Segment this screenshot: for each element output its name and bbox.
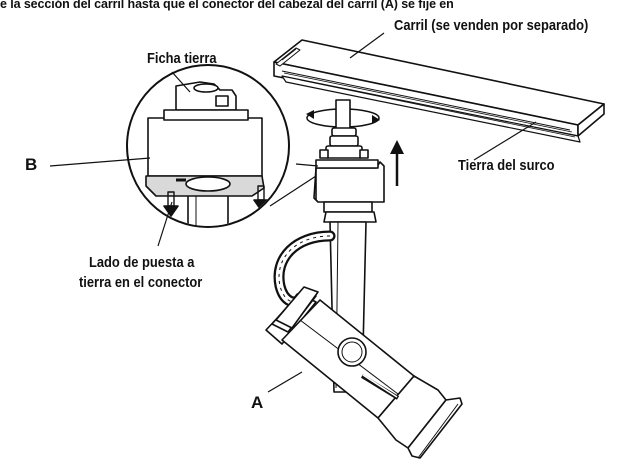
label-ground-side-line2: tierra en el conector	[79, 274, 203, 291]
track-rail	[273, 39, 605, 143]
label-rail: Carril (se venden por separado)	[394, 17, 589, 34]
instruction-caption: e la sección del carril hasta que el con…	[0, 0, 454, 11]
track-connector-head	[313, 99, 385, 213]
label-groove-ground: Tierra del surco	[458, 157, 555, 174]
upward-arrow	[390, 140, 404, 186]
label-part-b: B	[25, 155, 38, 174]
lamp-head	[265, 286, 463, 459]
detail-magnifier	[49, 64, 290, 247]
label-ground-tab: Ficha tierra	[147, 50, 217, 67]
label-part-a: A	[251, 393, 264, 412]
label-ground-side-line1: Lado de puesta a	[89, 254, 195, 271]
